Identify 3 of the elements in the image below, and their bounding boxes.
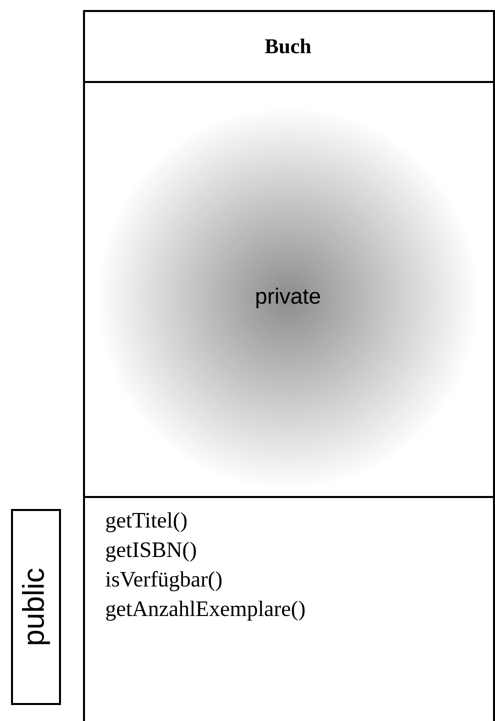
method-list: getTitel() getISBN() isVerfügbar() getAnzahlExemplare() <box>106 512 305 621</box>
label-box: public <box>11 509 61 705</box>
private-area: private <box>256 288 320 308</box>
